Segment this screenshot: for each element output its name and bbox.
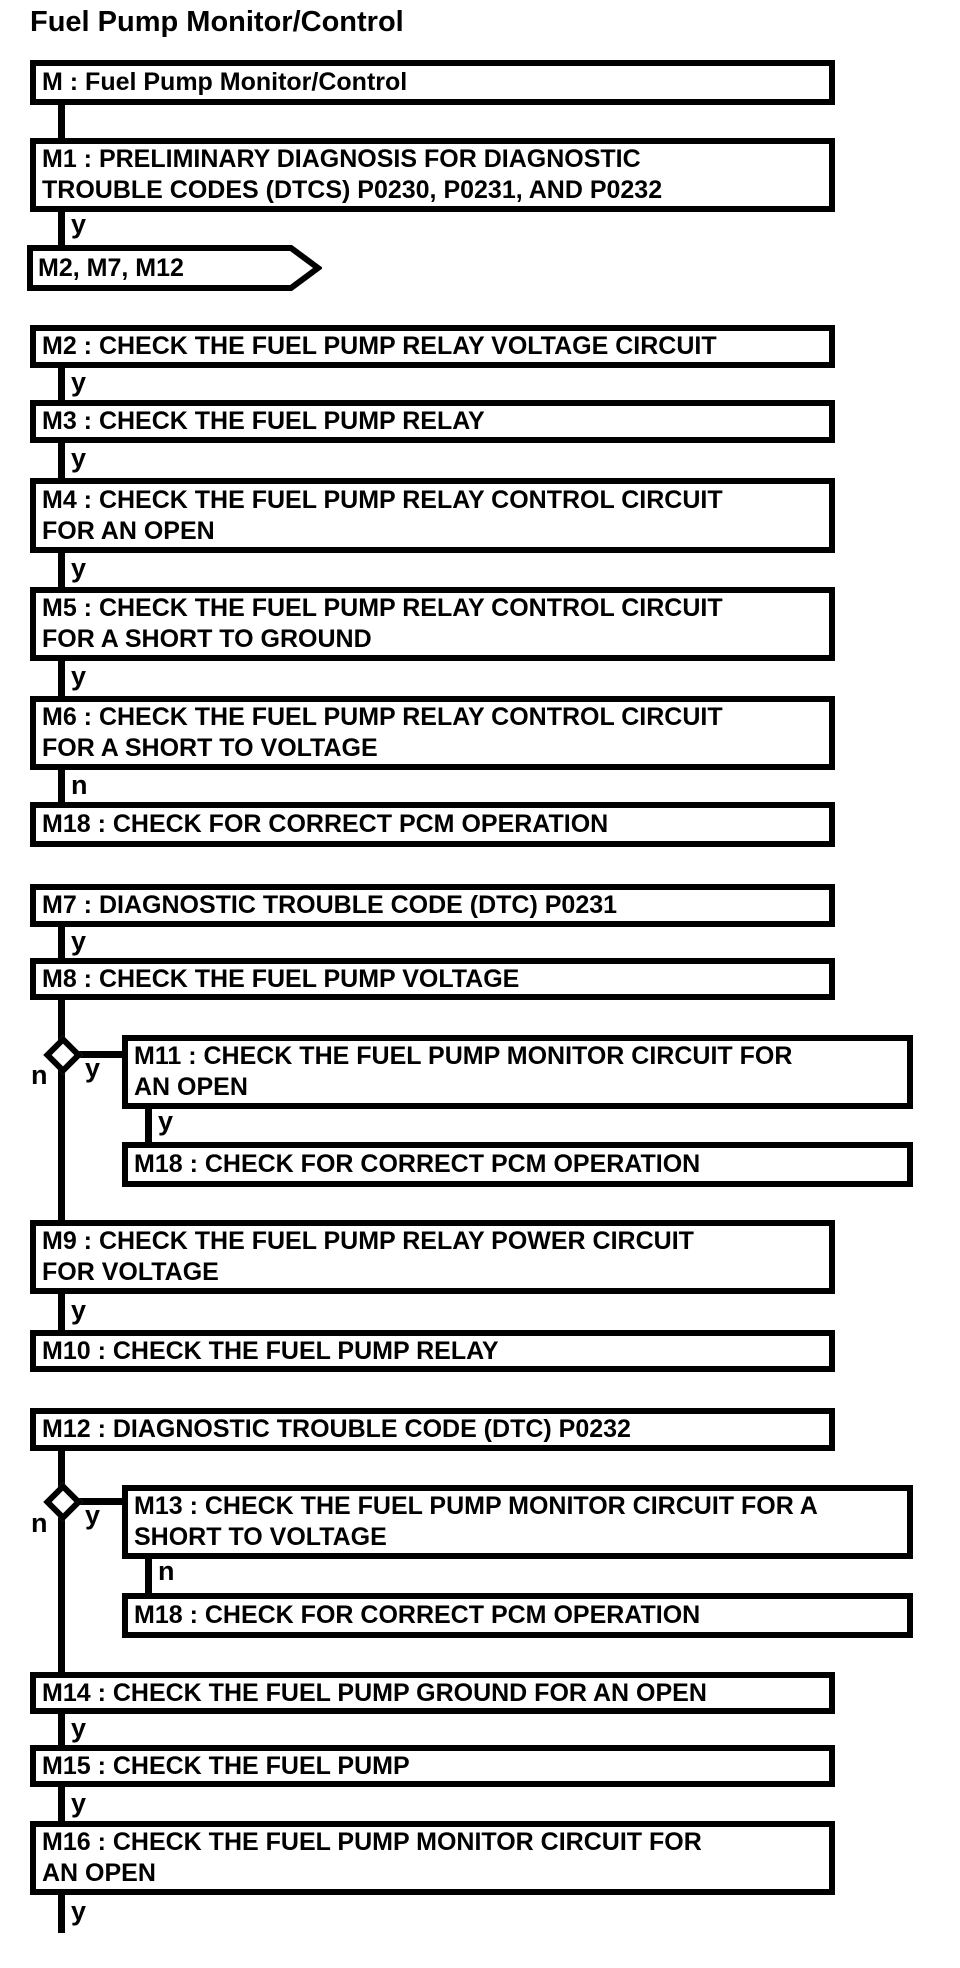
connector-m14-m15 bbox=[58, 1708, 65, 1751]
edge-label-m6-no: n bbox=[71, 770, 88, 800]
edge-label-m3-yes: y bbox=[71, 443, 87, 473]
connector-m7-m8 bbox=[58, 920, 65, 964]
decision-diamond-2 bbox=[43, 1482, 83, 1522]
flow-node-m12: M12 : DIAGNOSTIC TROUBLE CODE (DTC) P023… bbox=[30, 1408, 835, 1451]
connector-m12-decision2 bbox=[58, 1446, 65, 1495]
connector-m-m1 bbox=[58, 100, 65, 145]
connector-decision2-m14 bbox=[58, 1510, 65, 1678]
connector-decision1-m11 bbox=[70, 1051, 128, 1058]
edge-label-m4-yes: y bbox=[71, 553, 87, 583]
page-title: Fuel Pump Monitor/Control bbox=[30, 6, 404, 38]
flow-node-m15: M15 : CHECK THE FUEL PUMP bbox=[30, 1745, 835, 1787]
edge-label-m5-yes: y bbox=[71, 661, 87, 691]
connector-m15-m16 bbox=[58, 1782, 65, 1827]
flow-node-m: M : Fuel Pump Monitor/Control bbox=[30, 60, 835, 105]
connector-m13-m18 bbox=[145, 1553, 152, 1599]
connector-m6-m18 bbox=[58, 764, 65, 808]
connector-m1-ref bbox=[58, 207, 65, 253]
connector-m8-decision1 bbox=[58, 995, 65, 1048]
flow-node-m9: M9 : CHECK THE FUEL PUMP RELAY POWER CIR… bbox=[30, 1220, 835, 1294]
flow-node-m14: M14 : CHECK THE FUEL PUMP GROUND FOR AN … bbox=[30, 1672, 835, 1714]
edge-label-m7-yes: y bbox=[71, 926, 87, 956]
flow-node-m4: M4 : CHECK THE FUEL PUMP RELAY CONTROL C… bbox=[30, 478, 835, 553]
flow-node-m18-first: M18 : CHECK FOR CORRECT PCM OPERATION bbox=[30, 802, 835, 847]
edge-label-m14-yes: y bbox=[71, 1713, 87, 1743]
connector-m2-m3 bbox=[58, 362, 65, 406]
connector-m3-m4 bbox=[58, 438, 65, 484]
connector-decision2-m13 bbox=[70, 1498, 128, 1505]
decision-diamond-1 bbox=[43, 1035, 83, 1075]
flow-node-m7: M7 : DIAGNOSTIC TROUBLE CODE (DTC) P0231 bbox=[30, 884, 835, 927]
connector-m9-m10 bbox=[58, 1288, 65, 1336]
offpage-reference-label: M2, M7, M12 bbox=[38, 253, 184, 282]
edge-label-m13-no: n bbox=[158, 1556, 175, 1586]
edge-label-decision1-no: n bbox=[31, 1060, 48, 1090]
edge-label-m2-yes: y bbox=[71, 367, 87, 397]
flow-node-m6: M6 : CHECK THE FUEL PUMP RELAY CONTROL C… bbox=[30, 696, 835, 770]
connector-m11-m18 bbox=[145, 1103, 152, 1148]
flow-node-m16: M16 : CHECK THE FUEL PUMP MONITOR CIRCUI… bbox=[30, 1821, 835, 1895]
connector-decision1-m9 bbox=[58, 1062, 65, 1226]
flow-node-m5: M5 : CHECK THE FUEL PUMP RELAY CONTROL C… bbox=[30, 587, 835, 661]
flow-node-m18-second: M18 : CHECK FOR CORRECT PCM OPERATION bbox=[122, 1142, 913, 1187]
connector-m5-m6 bbox=[58, 655, 65, 702]
edge-label-decision1-yes: y bbox=[85, 1053, 101, 1083]
offpage-reference-arrow bbox=[27, 245, 322, 291]
edge-label-m11-yes: y bbox=[158, 1106, 174, 1136]
flow-node-m3: M3 : CHECK THE FUEL PUMP RELAY bbox=[30, 400, 835, 443]
flow-node-m1: M1 : PRELIMINARY DIAGNOSIS FOR DIAGNOSTI… bbox=[30, 138, 835, 212]
edge-label-decision2-yes: y bbox=[85, 1500, 101, 1530]
edge-label-m1-yes: y bbox=[71, 209, 87, 239]
connector-m16-exit bbox=[58, 1890, 65, 1933]
edge-label-m15-yes: y bbox=[71, 1788, 87, 1818]
edge-label-m16-yes: y bbox=[71, 1896, 87, 1926]
edge-label-m9-yes: y bbox=[71, 1295, 87, 1325]
edge-label-decision2-no: n bbox=[31, 1508, 48, 1538]
flow-node-m10: M10 : CHECK THE FUEL PUMP RELAY bbox=[30, 1330, 835, 1372]
flow-node-m8: M8 : CHECK THE FUEL PUMP VOLTAGE bbox=[30, 958, 835, 1000]
flow-node-m11: M11 : CHECK THE FUEL PUMP MONITOR CIRCUI… bbox=[122, 1035, 913, 1109]
flow-node-m13: M13 : CHECK THE FUEL PUMP MONITOR CIRCUI… bbox=[122, 1485, 913, 1559]
connector-m4-m5 bbox=[58, 548, 65, 593]
flow-node-m2: M2 : CHECK THE FUEL PUMP RELAY VOLTAGE C… bbox=[30, 325, 835, 368]
flow-node-m18-third: M18 : CHECK FOR CORRECT PCM OPERATION bbox=[122, 1593, 913, 1638]
